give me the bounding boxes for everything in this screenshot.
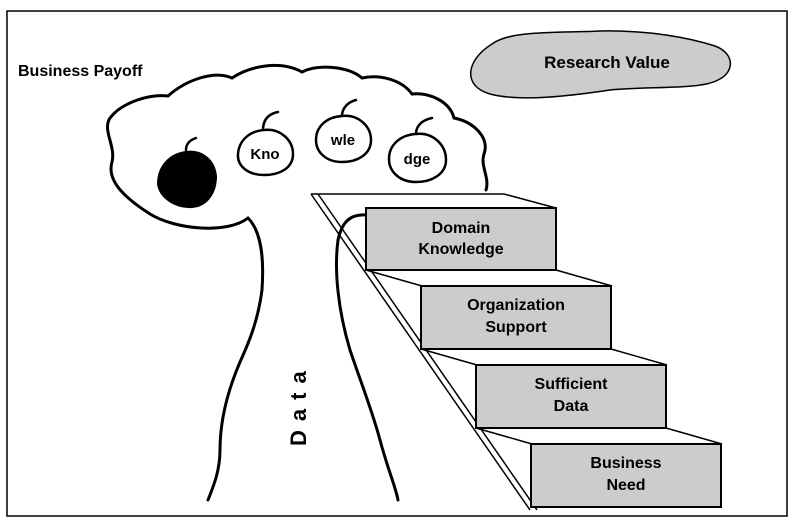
apple-kno-stem [261, 110, 280, 132]
apple-kno-label: Kno [250, 146, 279, 163]
step-box-domain-knowledge [365, 207, 557, 271]
black-apple [156, 150, 218, 209]
apple-dge-stem [414, 116, 434, 136]
apple-wle [314, 114, 373, 164]
apple-dge-label: dge [404, 151, 431, 168]
step-business-need-line1: Business [590, 455, 661, 472]
tree-canopy [106, 64, 489, 230]
apple-wle-stem [340, 98, 358, 118]
tree-trunk-right [335, 213, 400, 502]
diagram-title: Business Payoff [18, 63, 143, 80]
apple-kno [236, 128, 295, 177]
step-organization-support-line1: Organization [467, 297, 565, 314]
step-box-sufficient-data [475, 364, 667, 429]
step-box-business-need [530, 443, 722, 508]
black-apple-stem [184, 136, 198, 152]
step-sufficient-data-line1: Sufficient [535, 376, 609, 393]
step-domain-knowledge-line2: Knowledge [418, 241, 503, 258]
trunk-data-label: Data [286, 362, 311, 446]
apple-wle-label: wle [330, 132, 355, 149]
research-value-cloud [470, 30, 732, 99]
step-domain-knowledge-line1: Domain [432, 220, 491, 237]
research-value-label: Research Value [544, 53, 670, 72]
tree-trunk-left [206, 216, 265, 502]
step-business-need-line2: Need [606, 477, 645, 494]
apple-dge [387, 132, 448, 184]
staircase [310, 193, 723, 511]
step-box-organization-support [420, 285, 612, 350]
step-sufficient-data-line2: Data [554, 398, 589, 415]
step-organization-support-line2: Support [485, 319, 547, 336]
